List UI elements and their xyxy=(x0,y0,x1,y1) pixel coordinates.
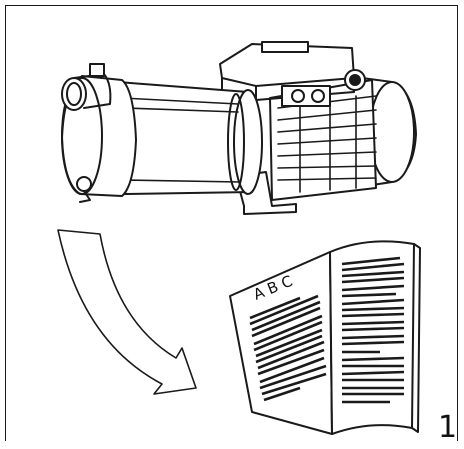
curved-arrow-icon xyxy=(57,229,197,395)
pump-icon xyxy=(61,41,417,215)
figure-number: 1 xyxy=(438,410,458,445)
manual-right-text-lines xyxy=(341,256,405,404)
figure-frame xyxy=(5,5,458,441)
manual-left-text-lines xyxy=(249,294,327,402)
